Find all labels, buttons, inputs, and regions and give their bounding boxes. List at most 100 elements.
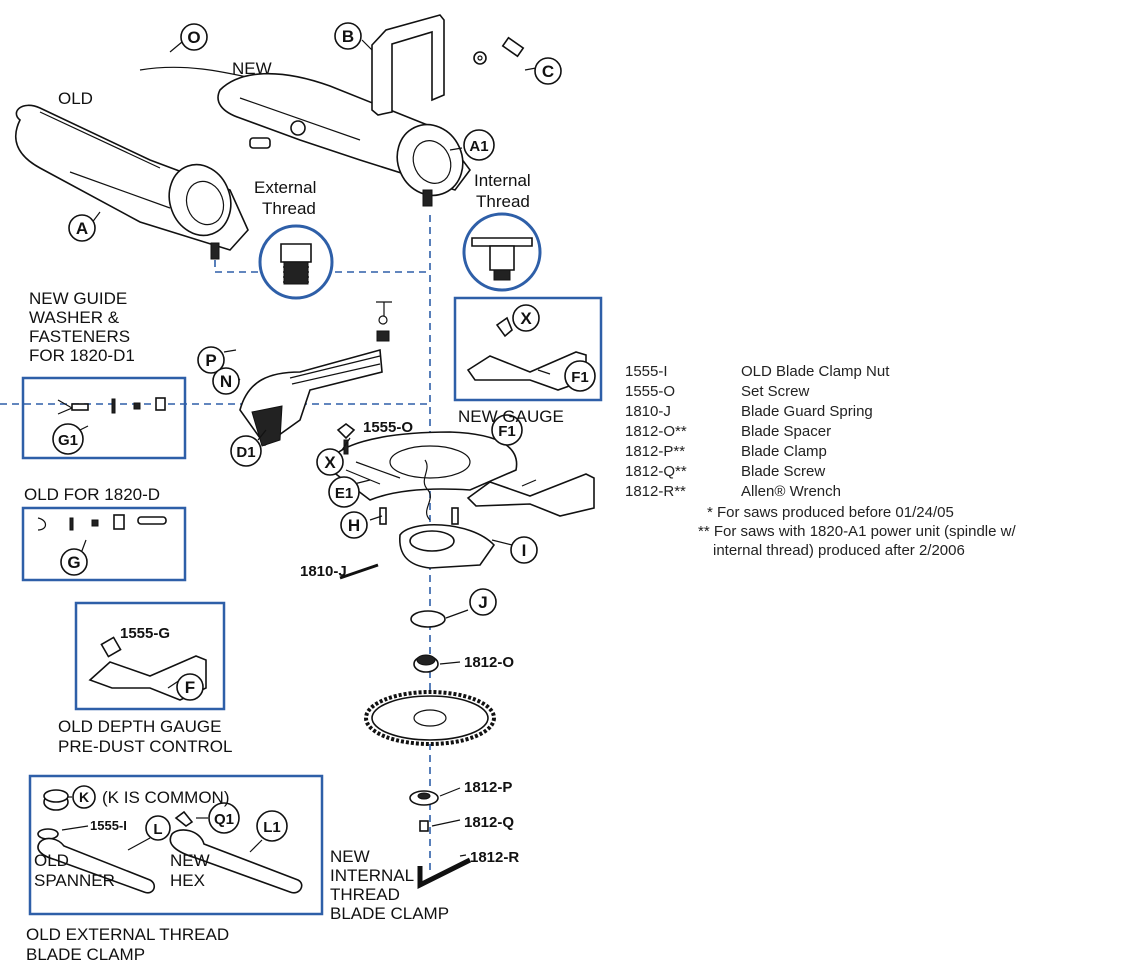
washer-bolt bbox=[473, 36, 525, 65]
label-new-hex-2: HEX bbox=[170, 871, 205, 890]
legend-row: 1812-P**Blade Clamp bbox=[625, 442, 1016, 462]
callout-X-top: X bbox=[512, 304, 540, 332]
callout-C: C bbox=[534, 57, 562, 85]
label-external-thread-1: External bbox=[254, 178, 316, 197]
legend-description: Allen® Wrench bbox=[741, 483, 841, 500]
callout-F1: F1 bbox=[491, 414, 523, 446]
svg-text:A1: A1 bbox=[469, 138, 488, 155]
svg-text:G: G bbox=[67, 553, 80, 572]
part-label-1812-O: 1812-O bbox=[464, 654, 514, 671]
callout-P: P bbox=[197, 346, 225, 374]
legend-code: 1810-J bbox=[625, 403, 671, 420]
legend-code: 1812-R** bbox=[625, 483, 686, 500]
label-k-common: (K IS COMMON) bbox=[102, 788, 230, 807]
callout-L: L bbox=[145, 815, 171, 841]
callout-I: I bbox=[510, 536, 538, 564]
callout-X: X bbox=[316, 448, 344, 476]
label-external-thread-2: Thread bbox=[262, 199, 316, 218]
legend-description: Set Screw bbox=[741, 383, 810, 400]
svg-text:N: N bbox=[220, 372, 232, 391]
svg-text:J: J bbox=[478, 593, 487, 612]
part-label-1555-I: 1555-I bbox=[90, 818, 127, 833]
callout-A1: A1 bbox=[463, 129, 495, 161]
svg-text:A: A bbox=[76, 219, 88, 238]
part-label-1555-O: 1555-O bbox=[363, 419, 413, 436]
svg-text:L: L bbox=[153, 821, 162, 838]
svg-text:L1: L1 bbox=[263, 819, 281, 836]
svg-text:I: I bbox=[522, 541, 527, 560]
old-fasteners bbox=[37, 514, 167, 531]
callout-L1: L1 bbox=[256, 810, 288, 842]
retaining-ring bbox=[410, 610, 446, 628]
legend-note-1: * For saws produced before 01/24/05 bbox=[707, 504, 954, 521]
old-power-unit bbox=[15, 104, 249, 260]
lower-guard bbox=[399, 523, 496, 569]
svg-text:P: P bbox=[205, 351, 216, 370]
label-new-internal-1: NEW bbox=[330, 847, 370, 866]
svg-text:F1: F1 bbox=[571, 369, 589, 386]
callout-F: F bbox=[176, 673, 204, 701]
part-label-1812-Q: 1812-Q bbox=[464, 814, 514, 831]
label-guide-3: FASTENERS bbox=[29, 327, 130, 346]
old-depth-gauge-box bbox=[74, 601, 226, 711]
guard-screws bbox=[379, 459, 459, 525]
label-guide-1: NEW GUIDE bbox=[29, 289, 127, 308]
guide-washer-set-screw bbox=[336, 423, 356, 455]
new-power-unit bbox=[139, 66, 471, 207]
legend-code: 1812-O** bbox=[625, 423, 687, 440]
label-old-external-1: OLD EXTERNAL THREAD bbox=[26, 925, 229, 944]
saw-blade bbox=[364, 690, 496, 746]
guide-washer-box bbox=[21, 376, 187, 460]
label-old-for-d: OLD FOR 1820-D bbox=[24, 485, 160, 504]
callout-O: O bbox=[180, 23, 208, 51]
svg-text:Q1: Q1 bbox=[214, 811, 234, 828]
svg-text:C: C bbox=[542, 62, 554, 81]
label-old-external-2: BLADE CLAMP bbox=[26, 945, 145, 964]
label-new-internal-4: BLADE CLAMP bbox=[330, 904, 449, 923]
label-new-gauge: NEW GAUGE bbox=[458, 407, 564, 426]
callout-N: N bbox=[212, 367, 240, 395]
callout-G: G bbox=[60, 548, 88, 576]
spanner-box bbox=[28, 774, 324, 916]
label-internal-thread-1: Internal bbox=[474, 171, 531, 190]
dust-shroud bbox=[239, 301, 392, 447]
callout-D1: D1 bbox=[230, 435, 262, 467]
label-new-hex-1: NEW bbox=[170, 851, 210, 870]
svg-text:F1: F1 bbox=[498, 423, 516, 440]
old-fasteners-box bbox=[21, 506, 187, 582]
svg-text:K: K bbox=[79, 789, 89, 805]
part-label-1812-P: 1812-P bbox=[464, 779, 512, 796]
guide-fasteners bbox=[57, 397, 166, 415]
svg-text:O: O bbox=[187, 28, 200, 47]
legend-row: 1812-O** Blade Spacer bbox=[625, 422, 1016, 442]
label-old-depth-2: PRE-DUST CONTROL bbox=[58, 737, 232, 756]
blade-clamp bbox=[409, 790, 439, 806]
label-guide-2: WASHER & bbox=[29, 308, 120, 327]
legend-description: Blade Spacer bbox=[741, 423, 832, 440]
callout-F1-top: F1 bbox=[564, 360, 596, 392]
label-guide-4: FOR 1820-D1 bbox=[29, 346, 135, 365]
spanners bbox=[37, 789, 303, 894]
part-label-1555-G: 1555-G bbox=[120, 625, 170, 642]
callout-B: B bbox=[334, 22, 362, 50]
internal-thread-zoom bbox=[462, 212, 542, 292]
legend-row: 1812-Q**Blade Screw bbox=[625, 462, 1016, 482]
legend-code: 1812-P** bbox=[625, 443, 686, 460]
svg-text:B: B bbox=[342, 27, 354, 46]
external-thread-zoom bbox=[258, 224, 334, 300]
legend-description: Blade Guard Spring bbox=[741, 403, 873, 420]
callout-G1: G1 bbox=[52, 423, 84, 455]
legend-note-2: ** For saws with 1820-A1 power unit (spi… bbox=[698, 523, 1016, 540]
legend-description: Blade Screw bbox=[741, 463, 826, 480]
legend-code: 1555-O bbox=[625, 383, 676, 400]
svg-text:X: X bbox=[520, 309, 532, 328]
blade-screw bbox=[419, 820, 429, 832]
svg-text:E1: E1 bbox=[335, 485, 353, 502]
label-new-internal-3: THREAD bbox=[330, 885, 400, 904]
new-gauge-box bbox=[453, 296, 603, 402]
label-old-spanner-2: SPANNER bbox=[34, 871, 115, 890]
label-internal-thread-2: Thread bbox=[476, 192, 530, 211]
